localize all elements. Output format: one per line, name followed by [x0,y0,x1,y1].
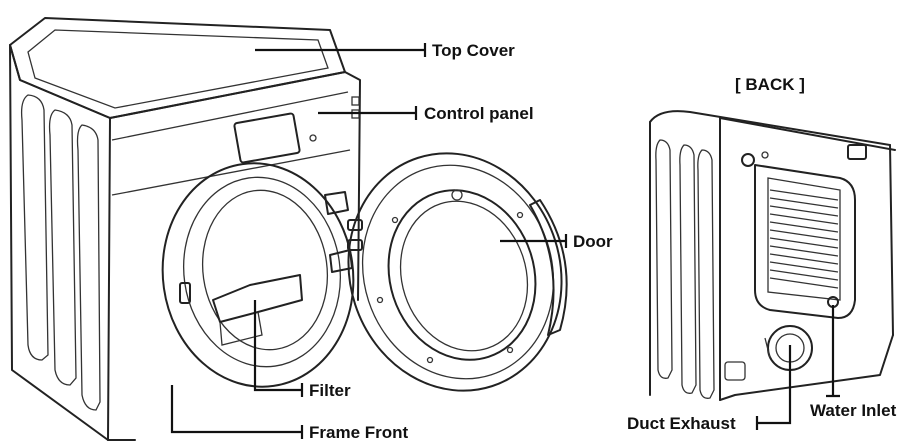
top-cover-label: Top Cover [432,41,515,60]
filter-shape [212,274,303,323]
door-opening [161,162,355,388]
control-panel-leader [318,106,418,120]
frame-front-label: Frame Front [309,423,409,442]
door-label: Door [573,232,613,251]
back-view-title: [ BACK ] [735,75,805,94]
door-leader [500,234,568,248]
water-inlet-leader [826,305,840,398]
control-panel-label: Control panel [424,104,534,123]
filter-label: Filter [309,381,351,400]
duct-exhaust-label: Duct Exhaust [627,414,736,433]
water-inlet-label: Water Inlet [810,401,897,420]
duct-exhaust-leader [755,345,792,430]
frame-front-leader [170,385,304,439]
rear-vent-panel [754,164,856,319]
filter-leader [253,300,304,397]
display-screen [233,112,301,164]
door-shape [347,152,563,392]
top-cover-leader [255,43,427,57]
